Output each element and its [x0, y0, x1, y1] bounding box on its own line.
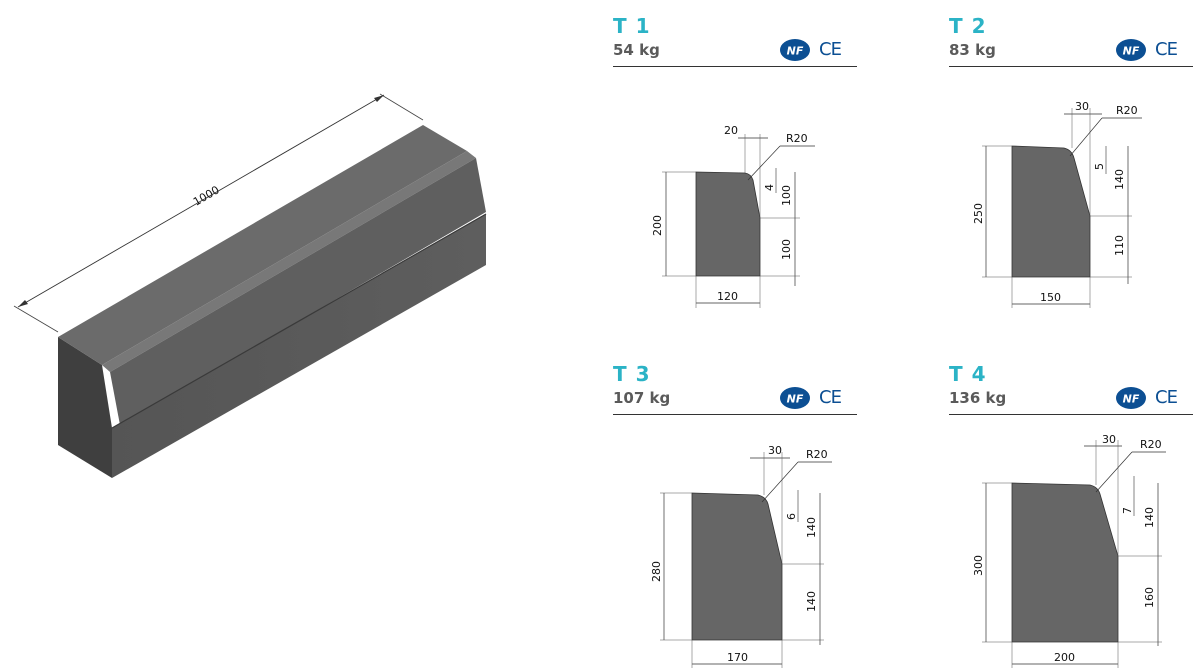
- section-body: [691, 492, 783, 641]
- profile-code: T 2: [949, 14, 987, 38]
- dim-lower: 160: [1143, 587, 1156, 608]
- dim-lower: 140: [805, 591, 818, 612]
- profile-weight: 54 kg: [613, 41, 660, 59]
- dim-lower: 100: [780, 239, 793, 260]
- dim-radius: R20: [786, 132, 808, 145]
- cross-section-t2: 250 150 30 R20 5 140 110: [972, 100, 1142, 308]
- curb-nose: [102, 151, 476, 372]
- header-rule: [949, 414, 1193, 415]
- profile-weight: 107 kg: [613, 389, 671, 407]
- dim-upper: 140: [1143, 507, 1156, 528]
- curb-lower-front: [112, 214, 486, 478]
- header-rule: [949, 66, 1193, 67]
- profile-weight: 136 kg: [949, 389, 1007, 407]
- curb-top-face: [58, 125, 467, 365]
- dim-chamfer: 4: [763, 184, 776, 191]
- dim-chamfer: 5: [1093, 163, 1106, 170]
- dim-chamfer: 7: [1121, 507, 1134, 514]
- dim-top: 30: [1075, 100, 1089, 113]
- dim-top-base: 170: [727, 651, 748, 664]
- profile-code: T 3: [613, 362, 651, 386]
- length-label: 1000: [191, 183, 222, 208]
- ce-mark: CE: [819, 387, 842, 408]
- curb-end-face: [58, 337, 112, 478]
- dim-radius: R20: [1116, 104, 1138, 117]
- dim-upper: 140: [805, 517, 818, 538]
- dim-chamfer: 6: [785, 513, 798, 520]
- nf-text: NF: [787, 45, 804, 58]
- profile-code: T 1: [613, 14, 651, 38]
- cross-section-t1: 200 120 20 R20 4 100 100: [651, 124, 815, 308]
- section-body: [1011, 145, 1091, 278]
- header-rule: [613, 414, 857, 415]
- dim-base: 150: [1040, 291, 1061, 304]
- ce-mark: CE: [1155, 387, 1178, 408]
- dim-height: 300: [972, 555, 985, 576]
- dim-height: 200: [651, 215, 664, 236]
- nf-logo-icon: NF: [1116, 39, 1146, 61]
- section-body: [1011, 482, 1119, 643]
- dim-base: 200: [1054, 651, 1075, 664]
- length-dimension-line: [17, 94, 385, 308]
- ce-mark: CE: [1155, 39, 1178, 60]
- dim-top: 20: [724, 124, 738, 137]
- nf-logo-icon: NF: [780, 39, 810, 61]
- cross-section-t4: 300 200 30 R20 7 140 160: [972, 433, 1166, 668]
- dim-top: 30: [1102, 433, 1116, 446]
- nf-logo-icon: NF: [1116, 387, 1146, 409]
- nf-text: NF: [1123, 45, 1140, 58]
- dim-upper: 140: [1113, 169, 1126, 190]
- nf-text: NF: [787, 393, 804, 406]
- nf-logo-icon: NF: [780, 387, 810, 409]
- nf-text: NF: [1123, 393, 1140, 406]
- dim-height: 250: [972, 203, 985, 224]
- dim-height: 280: [650, 561, 663, 582]
- header-rule: [613, 66, 857, 67]
- profile-weight: 83 kg: [949, 41, 996, 59]
- dim-radius: R20: [806, 448, 828, 461]
- dim-upper: 100: [780, 185, 793, 206]
- curb-upper-front: [110, 158, 486, 425]
- dim-lower: 110: [1113, 235, 1126, 256]
- dim-top: 30: [768, 444, 782, 457]
- dim-base: 120: [717, 290, 738, 303]
- ce-mark: CE: [819, 39, 842, 60]
- curb-isometric-view: 1000: [13, 93, 487, 478]
- profile-code: T 4: [949, 362, 987, 386]
- cross-section-t3: 280 170 30 R20 6 140 140: [650, 444, 832, 668]
- dim-radius: R20: [1140, 438, 1162, 451]
- section-body: [695, 171, 761, 277]
